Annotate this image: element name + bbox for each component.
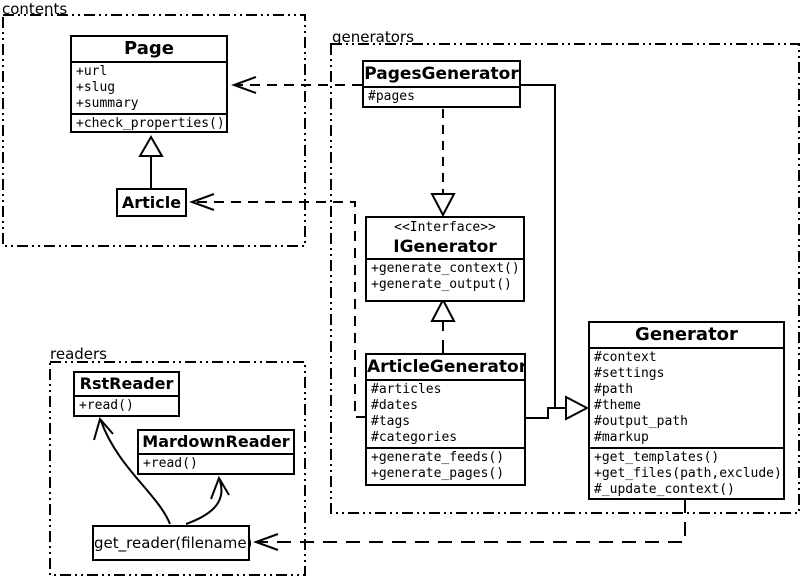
class-method: +get_files(path,exclude)	[594, 466, 782, 481]
package-label-generators: generators	[332, 28, 414, 46]
articlegenerator-methods-section: +generate_feeds() +generate_pages()	[367, 447, 524, 483]
class-attribute: #theme	[594, 398, 641, 413]
igenerator-stereotype: <<Interface>>	[394, 220, 496, 235]
function-box-get-reader: get_reader(filename)	[92, 525, 252, 561]
class-title-igenerator: IGenerator	[393, 237, 497, 257]
class-title-mardownreader: MardownReader	[142, 432, 290, 451]
class-attribute: #path	[594, 382, 634, 397]
class-attribute: #context	[594, 350, 657, 365]
generator-attributes-section: #context #settings #path #theme #output_…	[590, 347, 783, 447]
rstreader-methods-section: +read()	[75, 395, 178, 415]
edge-articlegenerator-implements-igenerator	[430, 297, 456, 353]
mardownreader-methods-section: +read()	[139, 453, 293, 473]
edge-pagesgenerator-implements-igenerator	[430, 109, 456, 218]
igenerator-methods-section: +generate_context() +generate_output()	[367, 258, 523, 294]
generator-methods-section: +get_templates() +get_files(path,exclude…	[590, 447, 783, 499]
package-border-readers	[49, 361, 306, 576]
class-attribute: #output_path	[594, 414, 688, 429]
edge-pagesgenerator-extends-generator	[520, 84, 566, 409]
package-border-contents	[2, 14, 306, 247]
class-title-articlegenerator: ArticleGenerator	[367, 357, 524, 377]
edge-article-extends-page	[138, 135, 164, 189]
class-box-page: Page +url +slug +summary +check_properti…	[70, 35, 228, 133]
package-label-readers: readers	[50, 345, 107, 363]
class-method: #_update_context()	[594, 482, 735, 497]
page-attributes-section: +url +slug +summary	[72, 61, 226, 113]
edge-getreader-to-rstreader	[93, 416, 171, 525]
page-methods-section: +check_properties()	[72, 113, 226, 133]
class-title-generator: Generator	[635, 324, 738, 345]
edge-articlegenerator-extends-generator	[525, 395, 590, 421]
class-attribute: #markup	[594, 430, 649, 445]
class-attribute: #pages	[368, 89, 415, 104]
class-title-page: Page	[124, 38, 174, 59]
class-box-articlegenerator: ArticleGenerator #articles #dates #tags …	[365, 353, 526, 486]
class-title-rstreader: RstReader	[79, 374, 174, 393]
class-title-article: Article	[121, 193, 182, 212]
class-method: +generate_feeds()	[371, 450, 505, 465]
package-label-contents: contents	[2, 0, 68, 18]
class-box-pagesgenerator: PagesGenerator #pages	[362, 60, 521, 108]
class-method: +read()	[143, 456, 198, 471]
class-attribute: #settings	[594, 366, 665, 381]
class-attribute: #dates	[371, 398, 418, 413]
edge-pagesgenerator-uses-page	[231, 76, 362, 94]
class-method: +check_properties()	[76, 116, 225, 131]
class-attribute: #articles	[371, 382, 442, 397]
pagesgenerator-attributes-section: #pages	[364, 86, 519, 106]
class-attribute: +summary	[76, 96, 139, 111]
class-title-pagesgenerator: PagesGenerator	[364, 64, 519, 84]
class-attribute: +slug	[76, 80, 116, 95]
class-method: +generate_context()	[371, 261, 520, 276]
edge-generator-uses-getreader	[253, 499, 686, 551]
class-box-article: Article	[116, 188, 187, 217]
class-method: +generate_output()	[371, 277, 512, 292]
class-box-mardownreader: MardownReader +read()	[137, 429, 295, 475]
class-box-generator: Generator #context #settings #path #them…	[588, 321, 785, 500]
edge-getreader-to-mardownreader	[185, 475, 230, 525]
class-attribute: #categories	[371, 430, 458, 445]
class-method: +read()	[79, 398, 134, 413]
class-box-igenerator: <<Interface>> IGenerator +generate_conte…	[365, 216, 525, 302]
class-attribute: +url	[76, 64, 108, 79]
class-box-rstreader: RstReader +read()	[73, 371, 180, 417]
articlegenerator-attributes-section: #articles #dates #tags #categories	[367, 379, 524, 447]
edge-articlegenerator-uses-article	[189, 193, 366, 418]
class-method: +get_templates()	[594, 450, 720, 465]
class-attribute: #tags	[371, 414, 411, 429]
class-method: +generate_pages()	[371, 466, 505, 481]
package-border-generators	[330, 43, 800, 514]
